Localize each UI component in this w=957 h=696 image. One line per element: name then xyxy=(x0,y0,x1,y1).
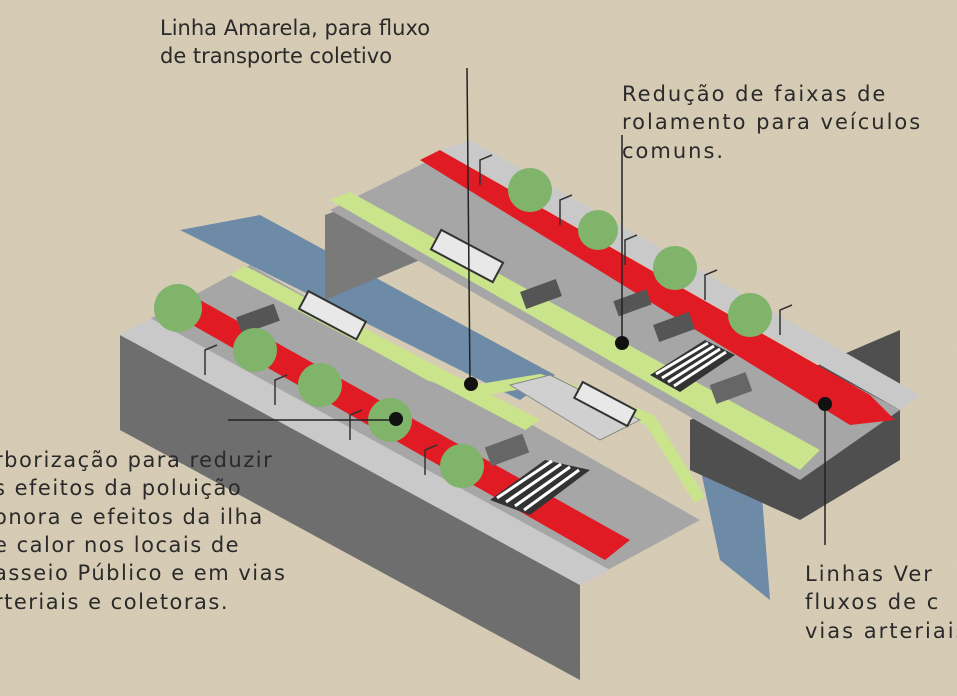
tree xyxy=(653,246,697,290)
water-channel xyxy=(180,215,555,400)
bus-upper xyxy=(429,228,505,284)
label-yellow-line: Linha Amarela, para fluxo de transporte … xyxy=(160,16,431,69)
label-trees: rborização para reduzir s efeitos da pol… xyxy=(0,448,287,614)
right-red-lane xyxy=(420,150,895,425)
bus-stop-platform xyxy=(508,374,642,441)
trees xyxy=(154,168,772,488)
leader-yellow-line xyxy=(466,67,471,384)
bus-lower xyxy=(297,289,368,341)
leader-lines xyxy=(228,67,826,545)
tree xyxy=(508,168,552,212)
street-lamps xyxy=(204,154,793,475)
car xyxy=(484,433,530,467)
car xyxy=(613,289,652,317)
car xyxy=(236,303,280,335)
tree xyxy=(298,363,342,407)
car xyxy=(520,279,562,309)
tree xyxy=(728,293,772,337)
crosswalk-right xyxy=(650,340,735,392)
label-lane-reduction: Redução de faixas de rolamento para veíc… xyxy=(622,82,923,163)
bus-stop-bus xyxy=(572,380,638,428)
tree xyxy=(440,444,484,488)
tree xyxy=(233,328,277,372)
left-sidewalk xyxy=(120,318,610,585)
car xyxy=(709,372,753,404)
right-road-surface xyxy=(330,160,900,480)
tree xyxy=(578,210,618,250)
crosswalk-left xyxy=(490,459,590,515)
label-green-lines: Linhas Ver fluxos de c vias arteriais xyxy=(805,562,957,643)
car xyxy=(653,312,695,342)
tree xyxy=(154,284,202,332)
left-road-front-wall xyxy=(120,335,580,680)
leader-dots xyxy=(389,336,832,426)
